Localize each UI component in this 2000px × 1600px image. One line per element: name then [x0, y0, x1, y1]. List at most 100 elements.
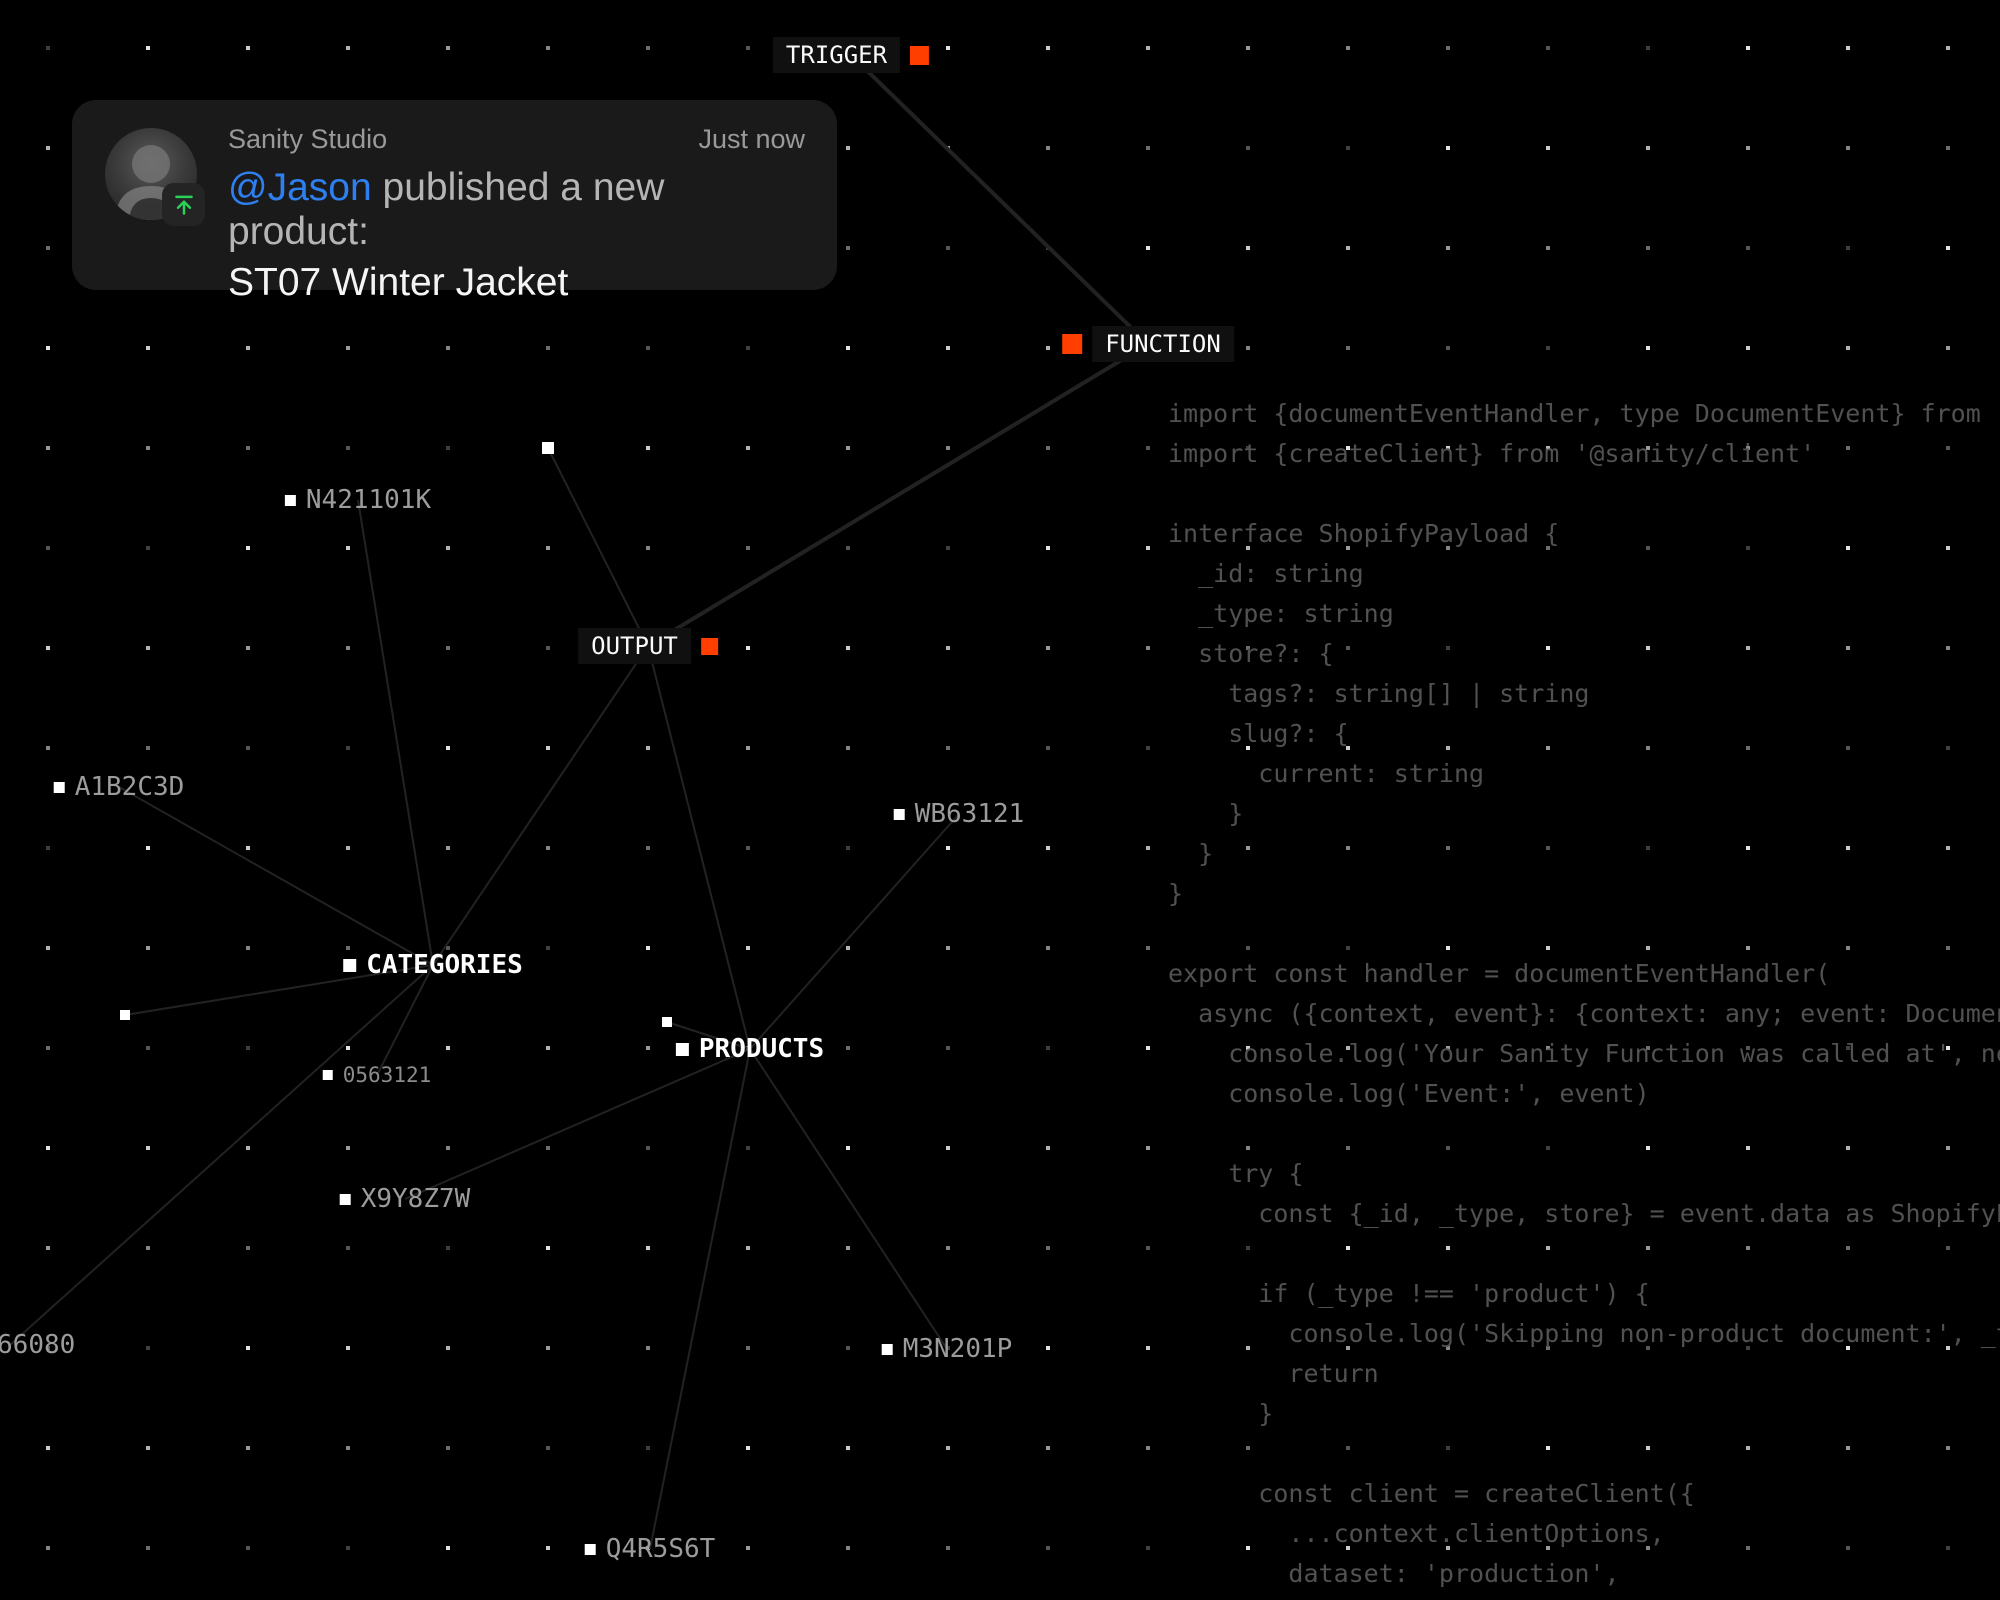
grid-dot — [1946, 46, 1950, 50]
graph-node-id-0563121[interactable]: 0563121 — [322, 1063, 431, 1087]
grid-dot — [1746, 1246, 1750, 1250]
node-label: BR66080 — [0, 1330, 76, 1360]
grid-dot — [346, 346, 350, 350]
grid-dot — [946, 246, 950, 250]
grid-dot — [1446, 546, 1450, 550]
grid-dot — [1146, 1046, 1150, 1050]
graph-node-br66080[interactable]: BR66080 — [0, 1330, 75, 1360]
grid-dot — [1946, 346, 1950, 350]
node-label: A1B2C3D — [74, 772, 185, 802]
grid-dot — [1446, 1446, 1450, 1450]
grid-dot — [46, 746, 50, 750]
grid-dot — [1446, 246, 1450, 250]
grid-dot — [846, 446, 850, 450]
grid-dot — [946, 1246, 950, 1250]
grid-dot — [746, 46, 750, 50]
grid-dot — [246, 846, 250, 850]
graph-edge-output-categories — [432, 645, 649, 966]
grid-dot — [1246, 146, 1250, 150]
grid-dot — [246, 1446, 250, 1450]
grid-dot — [1546, 446, 1550, 450]
grid-dot — [1246, 946, 1250, 950]
mention-link[interactable]: @Jason — [228, 166, 372, 209]
grid-dot — [1246, 1146, 1250, 1150]
grid-dot — [1846, 146, 1850, 150]
grid-dot — [1346, 646, 1350, 650]
grid-dot — [1146, 1346, 1150, 1350]
notification-message-text: published a new product: — [228, 166, 665, 253]
grid-dot — [1446, 46, 1450, 50]
grid-dot — [1246, 646, 1250, 650]
grid-dot — [446, 1446, 450, 1450]
grid-dot — [746, 1346, 750, 1350]
grid-dot — [146, 346, 150, 350]
graph-node-x9y8z7w[interactable]: X9Y8Z7W — [339, 1184, 470, 1214]
publish-up-arrow-icon — [174, 195, 193, 215]
grid-dot — [946, 446, 950, 450]
grid-dot — [346, 946, 350, 950]
grid-dot — [1246, 1546, 1250, 1550]
grid-dot — [346, 1446, 350, 1450]
grid-dot — [1146, 746, 1150, 750]
grid-dot — [1546, 1246, 1550, 1250]
grid-dot — [1046, 946, 1050, 950]
grid-dot — [1146, 146, 1150, 150]
grid-dot — [946, 1446, 950, 1450]
grid-dot — [1246, 1346, 1250, 1350]
grid-dot — [246, 446, 250, 450]
grid-dot — [1346, 246, 1350, 250]
grid-dot — [46, 146, 50, 150]
grid-dot — [646, 1346, 650, 1350]
graph-node-n421101k[interactable]: N421101K — [284, 485, 431, 515]
grid-dot — [346, 1146, 350, 1150]
grid-dot — [246, 746, 250, 750]
grid-dot — [846, 1046, 850, 1050]
grid-dot — [546, 46, 550, 50]
grid-dot — [46, 346, 50, 350]
grid-dot — [1046, 1446, 1050, 1450]
graph-node-products[interactable]: PRODUCTS — [675, 1034, 824, 1064]
notification-card[interactable]: Sanity Studio Just now @Jason published … — [72, 100, 837, 304]
graph-node-a1b2c3d[interactable]: A1B2C3D — [53, 772, 185, 802]
grid-dot — [1146, 46, 1150, 50]
graph-node-output[interactable]: OUTPUT — [578, 628, 718, 664]
grid-dot — [46, 1246, 50, 1250]
grid-dot — [946, 846, 950, 850]
grid-dot — [346, 1246, 350, 1250]
graph-node-m3n201p[interactable]: M3N201P — [881, 1334, 1012, 1364]
grid-dot — [1346, 1246, 1350, 1250]
grid-dot — [1646, 646, 1650, 650]
grid-dot — [1846, 946, 1850, 950]
graph-node-q4r5s6t[interactable]: Q4R5S6T — [584, 1534, 715, 1564]
graph-node-trigger[interactable]: TRIGGER — [772, 37, 930, 73]
grid-dot — [246, 1346, 250, 1350]
grid-dot — [946, 1346, 950, 1350]
grid-dot — [446, 1046, 450, 1050]
grid-dot — [46, 46, 50, 50]
graph-node-function[interactable]: FUNCTION — [1062, 326, 1234, 362]
grid-dot — [346, 1346, 350, 1350]
grid-dot — [1846, 446, 1850, 450]
grid-dot — [746, 646, 750, 650]
grid-dot — [1546, 46, 1550, 50]
grid-dot — [46, 946, 50, 950]
grid-dot — [1446, 1046, 1450, 1050]
node-square — [675, 1042, 689, 1056]
grid-dot — [946, 1546, 950, 1550]
grid-dot — [1846, 1046, 1850, 1050]
node-square — [700, 637, 718, 655]
grid-dot — [1946, 146, 1950, 150]
grid-dot — [1246, 1446, 1250, 1450]
graph-node-categories[interactable]: CATEGORIES — [343, 950, 523, 980]
grid-dot — [1446, 346, 1450, 350]
grid-dot — [1846, 1246, 1850, 1250]
grid-dot — [846, 946, 850, 950]
grid-dot — [1646, 1546, 1650, 1550]
grid-dot — [946, 946, 950, 950]
grid-dot — [1246, 346, 1250, 350]
graph-node-wb63121[interactable]: WB63121 — [893, 799, 1024, 829]
grid-dot — [1246, 846, 1250, 850]
notification-message: @Jason published a new product: — [228, 166, 805, 254]
grid-dot — [746, 446, 750, 450]
grid-dot — [1646, 246, 1650, 250]
